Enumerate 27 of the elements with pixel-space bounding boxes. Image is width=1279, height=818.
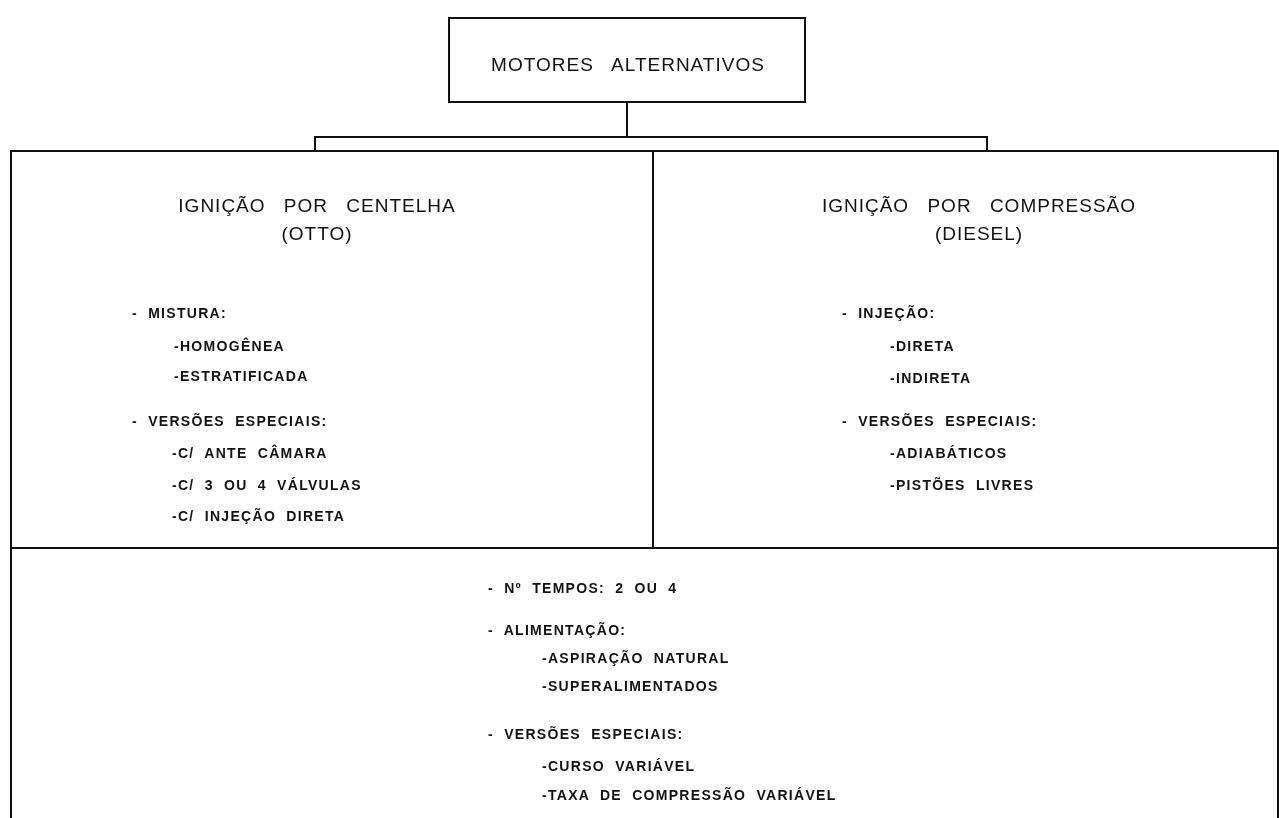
heading-text: IGNIÇÃO POR COMPRESSÃO (DIESEL)	[820, 194, 1138, 246]
list-item: -C/ ANTE CÂMARA	[172, 446, 328, 460]
title-box	[448, 17, 806, 103]
heading-text: MOTORES ALTERNATIVOS	[490, 53, 766, 77]
list-item: - VERSÕES ESPECIAIS:	[842, 414, 1038, 428]
heading-text: IGNIÇÃO POR CENTELHA (OTTO)	[177, 194, 457, 246]
list-item: - INJEÇÃO:	[842, 306, 936, 320]
list-item: - Nº TEMPOS: 2 OU 4	[488, 581, 678, 595]
list-item: -C/ 3 OU 4 VÁLVULAS	[172, 478, 362, 492]
list-item: - VERSÕES ESPECIAIS:	[488, 727, 684, 741]
list-item: -ASPIRAÇÃO NATURAL	[542, 651, 730, 665]
list-item: -C/ INJEÇÃO DIRETA	[172, 509, 346, 523]
list-item: -ESTRATIFICADA	[174, 369, 309, 383]
category-panel	[10, 150, 654, 549]
list-item: -CURSO VARIÁVEL	[542, 759, 696, 773]
category-panel	[10, 547, 1279, 818]
category-panel	[652, 150, 1279, 549]
list-item: - ALIMENTAÇÃO:	[488, 623, 627, 637]
list-item: -PISTÕES LIVRES	[890, 478, 1035, 492]
list-item: - MISTURA:	[132, 306, 227, 320]
list-item: -INDIRETA	[890, 371, 972, 385]
list-item: -TAXA DE COMPRESSÃO VARIÁVEL	[542, 788, 837, 802]
list-item: -HOMOGÊNEA	[174, 339, 285, 353]
list-item: -DIRETA	[890, 339, 955, 353]
list-item: -ADIABÁTICOS	[890, 446, 1008, 460]
list-item: -SUPERALIMENTADOS	[542, 679, 719, 693]
list-item: - VERSÕES ESPECIAIS:	[132, 414, 328, 428]
